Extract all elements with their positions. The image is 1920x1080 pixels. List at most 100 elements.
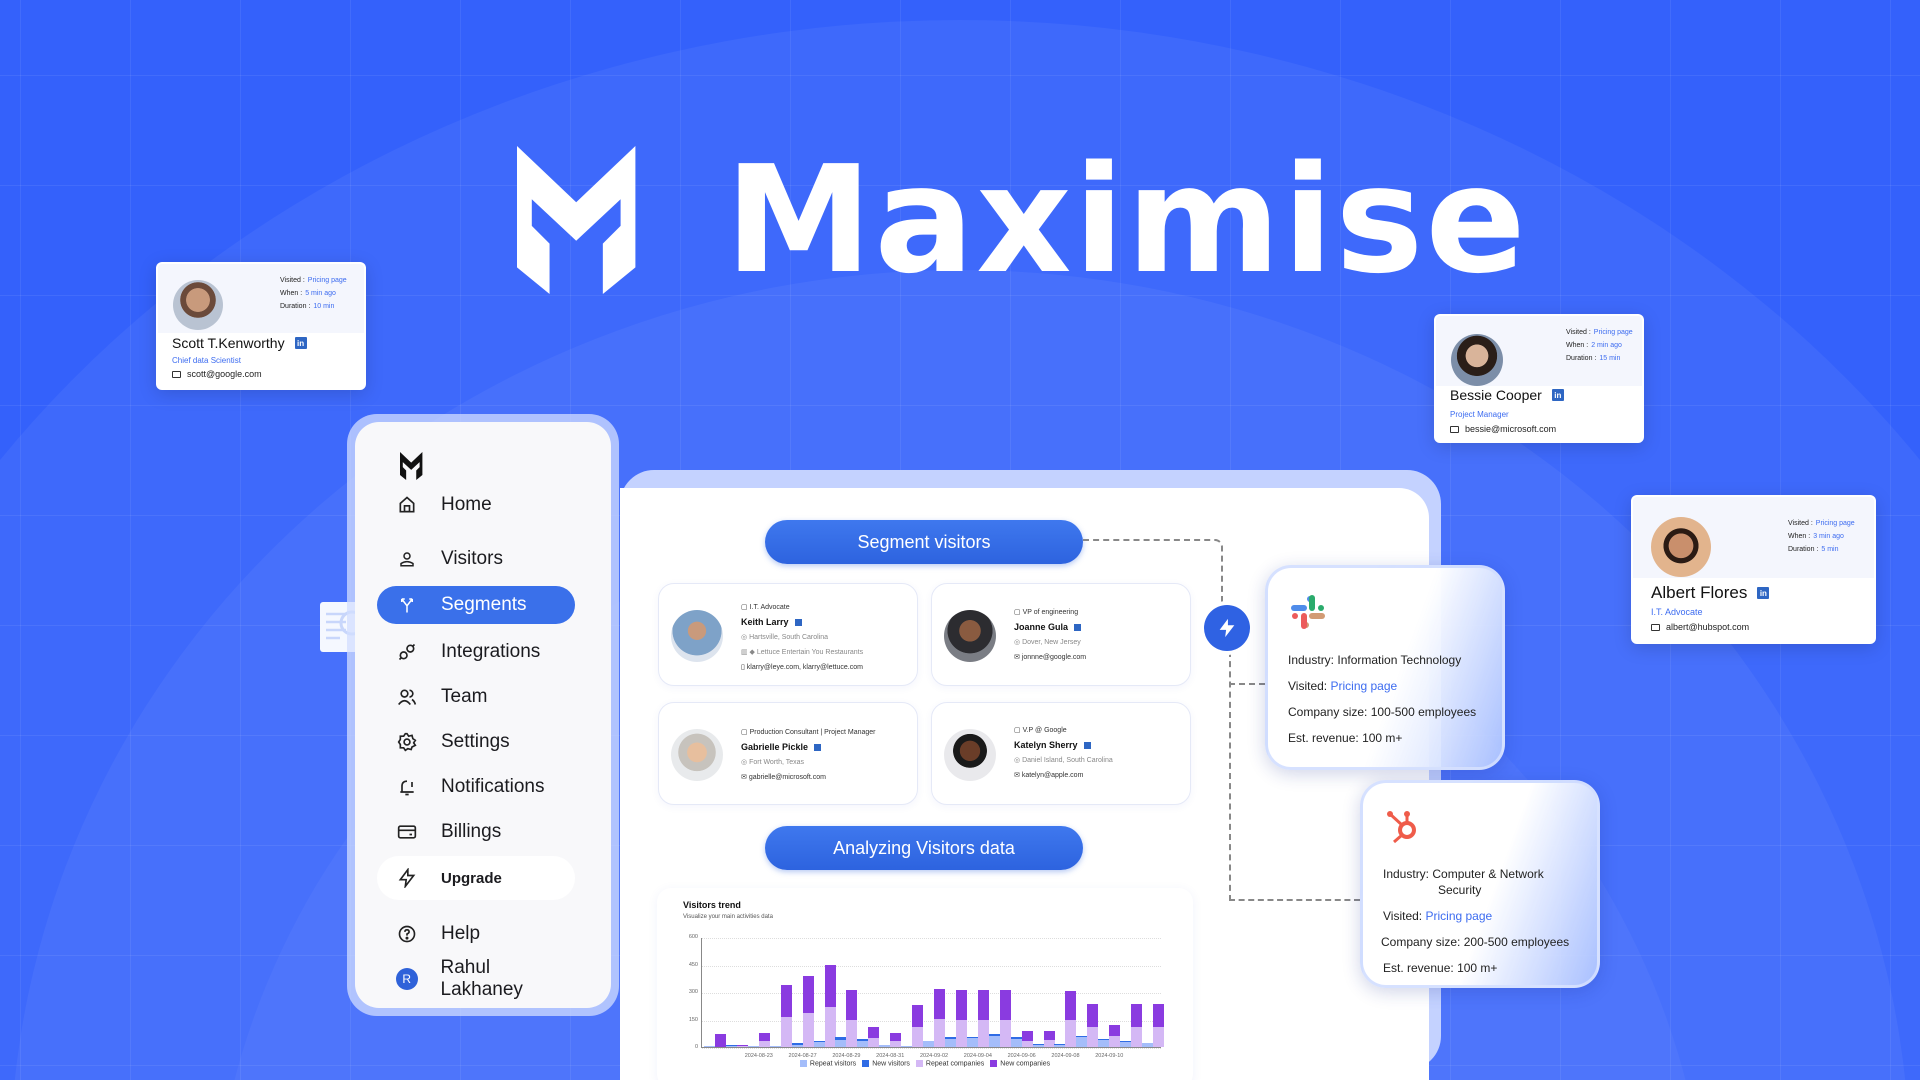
chart-bar[interactable] xyxy=(912,1004,924,1047)
visitor-card[interactable]: ▢ VP of engineering Joanne Gula ◎ Dover,… xyxy=(931,583,1191,686)
chart-bar[interactable] xyxy=(1032,1044,1044,1047)
chart-bar[interactable] xyxy=(934,989,946,1047)
chart-bar[interactable] xyxy=(1109,1025,1121,1047)
chart-bar[interactable] xyxy=(769,1046,781,1047)
chart-bar[interactable] xyxy=(1065,991,1077,1047)
chart-bar[interactable] xyxy=(1076,1035,1088,1047)
hubspot-integration-card[interactable]: Industry: Computer & Network Security Vi… xyxy=(1360,780,1600,988)
legend-item[interactable]: New visitors xyxy=(862,1060,910,1067)
sidebar-item-segments[interactable]: Segments xyxy=(377,586,575,624)
chart-bar[interactable] xyxy=(923,1040,935,1047)
legend-item[interactable]: Repeat visitors xyxy=(799,1060,856,1067)
sidebar-item-integrations[interactable]: Integrations xyxy=(377,633,575,671)
visit-meta: Visited :Pricing page When :2 min ago Du… xyxy=(1566,329,1633,362)
bolt-action-button[interactable] xyxy=(1204,605,1250,651)
linkedin-icon[interactable]: in xyxy=(1757,587,1770,599)
linkedin-icon[interactable] xyxy=(1074,624,1082,632)
user-profile[interactable]: R Rahul Lakhaney xyxy=(377,957,575,1000)
x-tick-label: 2024-09-02 xyxy=(919,1053,949,1059)
briefcase-icon: ▢ xyxy=(1014,609,1023,616)
chart-bar[interactable] xyxy=(791,1043,803,1047)
chart-bar[interactable] xyxy=(879,1044,891,1047)
chart-bar[interactable] xyxy=(1010,1037,1022,1047)
location-icon: ◎ xyxy=(1014,639,1023,646)
chart-bar[interactable] xyxy=(835,1036,847,1047)
linkedin-icon[interactable] xyxy=(814,744,822,752)
chart-bar[interactable] xyxy=(955,990,967,1047)
chart-bar[interactable] xyxy=(1098,1038,1110,1047)
chart-bar[interactable] xyxy=(1043,1031,1055,1047)
connector-line xyxy=(1229,899,1360,901)
linkedin-icon[interactable]: in xyxy=(1551,389,1564,401)
linkedin-icon[interactable] xyxy=(794,619,802,627)
sidebar-item-help[interactable]: Help xyxy=(377,915,575,953)
profile-card-bessie[interactable]: Visited :Pricing page When :2 min ago Du… xyxy=(1434,314,1644,443)
split-arrows-icon xyxy=(395,593,419,617)
legend-item[interactable]: New companies xyxy=(990,1060,1050,1067)
chart-bar[interactable] xyxy=(802,976,814,1047)
chart-bar[interactable] xyxy=(944,1036,956,1047)
sidebar-item-team[interactable]: Team xyxy=(377,678,575,716)
chart-bar[interactable] xyxy=(1142,1042,1154,1047)
chart-bar[interactable] xyxy=(857,1039,869,1047)
chart-bar[interactable] xyxy=(988,1033,1000,1047)
chart-bar[interactable] xyxy=(1153,1004,1165,1047)
chart-bar[interactable] xyxy=(780,984,792,1047)
chart-bar[interactable] xyxy=(1054,1044,1066,1047)
chart-bar[interactable] xyxy=(813,1040,825,1047)
chart-bar[interactable] xyxy=(725,1045,737,1047)
location-icon: ◎ xyxy=(741,759,750,766)
chart-bar[interactable] xyxy=(901,1046,913,1047)
chart-bar[interactable] xyxy=(1021,1031,1033,1047)
chart-bar[interactable] xyxy=(824,964,836,1047)
user-icon xyxy=(395,547,419,571)
chart-legend: Repeat visitors New visitors Repeat compan… xyxy=(657,1060,1193,1067)
avatar xyxy=(1651,517,1711,577)
profile-email: scott@google.com xyxy=(172,369,262,379)
profile-card-scott[interactable]: Visited :Pricing page When :5 min ago Du… xyxy=(156,262,366,390)
profile-email: bessie@microsoft.com xyxy=(1450,424,1556,434)
pricing-page-link[interactable]: Pricing page xyxy=(1425,909,1493,923)
linkedin-icon[interactable]: in xyxy=(294,337,307,349)
chart-bar[interactable] xyxy=(747,1045,759,1047)
x-tick-label: 2024-08-23 xyxy=(744,1053,773,1059)
upgrade-button[interactable]: Upgrade xyxy=(377,856,575,900)
chart-bar[interactable] xyxy=(977,990,989,1047)
legend-item[interactable]: Repeat companies xyxy=(915,1060,984,1067)
chart-bar[interactable] xyxy=(758,1032,770,1047)
linkedin-icon[interactable] xyxy=(1083,742,1091,750)
x-tick-label: 2024-09-04 xyxy=(963,1053,992,1059)
sidebar-item-billings[interactable]: Billings xyxy=(377,813,575,851)
sidebar-item-visitors[interactable]: Visitors xyxy=(377,540,575,578)
chart-bar[interactable] xyxy=(846,990,858,1047)
chart-bar[interactable] xyxy=(890,1033,902,1047)
visitor-card[interactable]: ▢ V.P @ Google Katelyn Sherry ◎ Daniel I… xyxy=(931,702,1191,805)
chart-bar[interactable] xyxy=(715,1033,726,1047)
chart-bar[interactable] xyxy=(868,1027,880,1047)
gridline xyxy=(702,1020,1161,1022)
visitor-card[interactable]: ▢ Production Consultant | Project Manage… xyxy=(658,702,918,805)
sidebar-item-notifications[interactable]: Notifications xyxy=(377,768,575,806)
chart-bar[interactable] xyxy=(1087,1004,1099,1047)
analyzing-visitors-button[interactable]: Analyzing Visitors data xyxy=(765,826,1083,870)
sidebar: Home Visitors Segments Integrations Team… xyxy=(355,422,611,1008)
pricing-page-link[interactable]: Pricing page xyxy=(1330,679,1398,693)
hubspot-icon xyxy=(1387,811,1416,844)
visitor-card[interactable]: ▢ I.T. Advocate Keith Larry ◎ Hartsville… xyxy=(658,583,918,686)
visitor-details: ▢ Production Consultant | Project Manage… xyxy=(741,729,876,781)
chart-bar[interactable] xyxy=(966,1037,978,1047)
profile-card-albert[interactable]: Visited :Pricing page When :3 min ago Du… xyxy=(1631,495,1876,644)
chart-bar[interactable] xyxy=(736,1045,748,1047)
chart-bar[interactable] xyxy=(999,990,1011,1047)
gridline xyxy=(702,938,1161,939)
sidebar-item-settings[interactable]: Settings xyxy=(377,723,575,761)
slack-integration-card[interactable]: Industry: Information Technology Visited… xyxy=(1265,565,1505,770)
gridline xyxy=(702,1048,1161,1049)
visit-meta: Visited :Pricing page When :3 min ago Du… xyxy=(1788,520,1855,553)
plug-icon xyxy=(395,640,419,664)
chart-bar[interactable] xyxy=(1120,1040,1132,1047)
segment-visitors-button[interactable]: Segment visitors xyxy=(765,520,1083,564)
chart-bar[interactable] xyxy=(1131,1004,1143,1047)
chart-bar[interactable] xyxy=(704,1046,715,1047)
sidebar-item-home[interactable]: Home xyxy=(377,486,575,524)
